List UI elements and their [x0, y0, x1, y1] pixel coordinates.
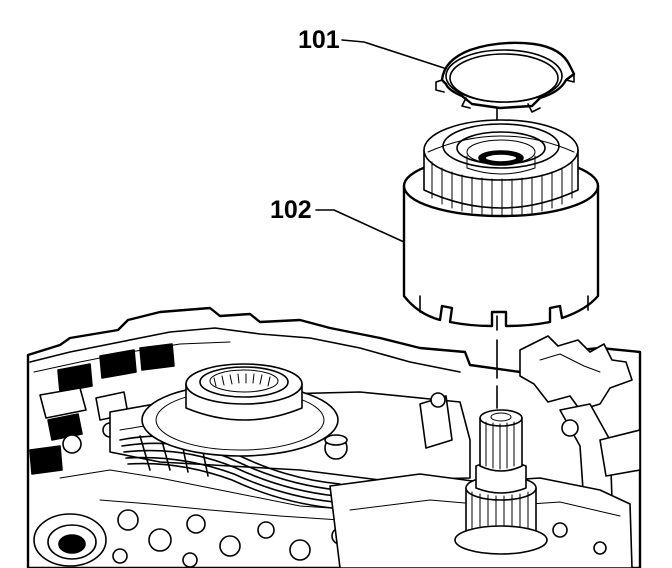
pump-hub [185, 363, 303, 421]
transmission-case [26, 306, 642, 568]
callout-101: 101 [298, 26, 445, 69]
callout-leader-102 [315, 209, 405, 243]
input-shaft [454, 409, 548, 555]
part-101-backing-plate [435, 41, 576, 113]
callout-label-102: 102 [270, 196, 312, 224]
callout-102: 102 [270, 196, 405, 243]
callout-leader-101 [341, 39, 445, 69]
callout-label-101: 101 [298, 26, 340, 54]
part-102-clutch-housing [402, 119, 600, 328]
